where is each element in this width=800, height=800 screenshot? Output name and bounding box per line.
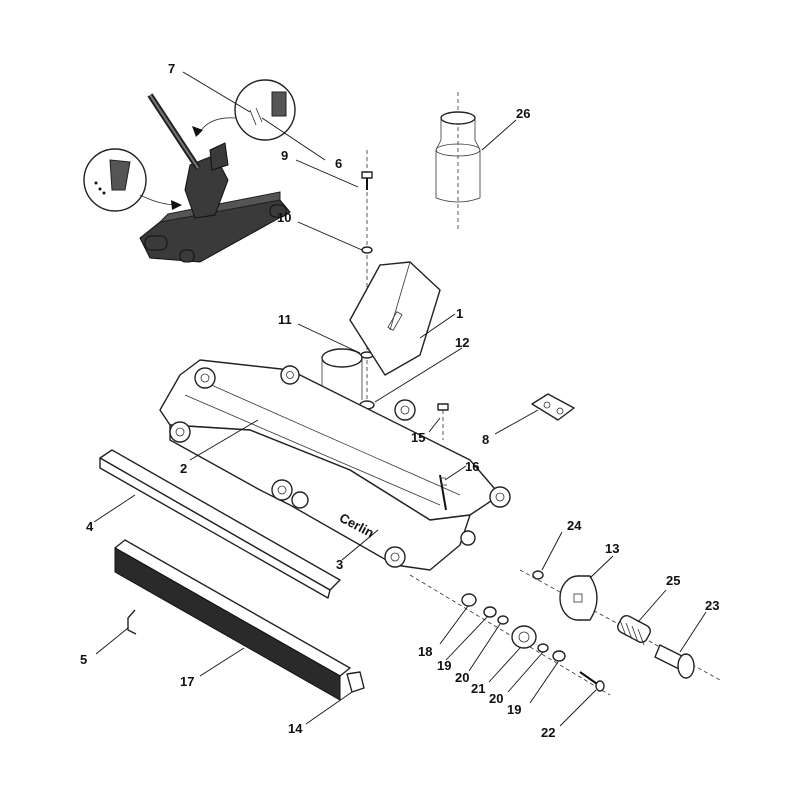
callout-23: 23 xyxy=(705,598,719,613)
callout-5: 5 xyxy=(80,652,87,667)
callout-12: 12 xyxy=(455,335,469,350)
main-body: Cerlin xyxy=(159,261,511,571)
callout-11: 11 xyxy=(278,312,292,327)
callout-25: 25 xyxy=(666,573,680,588)
callout-18: 18 xyxy=(418,644,432,659)
callout-9: 9 xyxy=(281,148,288,163)
callout-7: 7 xyxy=(168,61,175,76)
brush-part xyxy=(114,539,365,701)
callout-17: 17 xyxy=(180,674,194,689)
callout-13: 13 xyxy=(605,541,619,556)
callout-19a: 19 xyxy=(437,658,451,673)
assembled-head-inset xyxy=(83,79,296,263)
strip-part xyxy=(99,449,341,599)
leader-lines xyxy=(93,71,707,727)
clip-part xyxy=(127,609,137,635)
callout-19b: 19 xyxy=(507,702,521,717)
callout-20a: 20 xyxy=(455,670,469,685)
callout-26: 26 xyxy=(516,106,530,121)
callout-1: 1 xyxy=(456,306,463,321)
callout-labels: 7 6 9 10 11 1 12 26 8 15 16 2 4 3 5 17 1… xyxy=(80,61,719,740)
callout-2: 2 xyxy=(180,461,187,476)
callout-4: 4 xyxy=(86,519,94,534)
callout-22: 22 xyxy=(541,725,555,740)
callout-6: 6 xyxy=(335,156,342,171)
callout-8: 8 xyxy=(482,432,489,447)
callout-21: 21 xyxy=(471,681,485,696)
hose-cuff-part xyxy=(435,92,481,230)
bracket-part xyxy=(531,393,575,421)
callout-14: 14 xyxy=(288,721,303,736)
callout-3: 3 xyxy=(336,557,343,572)
callout-15: 15 xyxy=(411,430,425,445)
callout-10: 10 xyxy=(277,210,291,225)
callout-24: 24 xyxy=(567,518,582,533)
callout-16: 16 xyxy=(465,459,479,474)
callout-20b: 20 xyxy=(489,691,503,706)
